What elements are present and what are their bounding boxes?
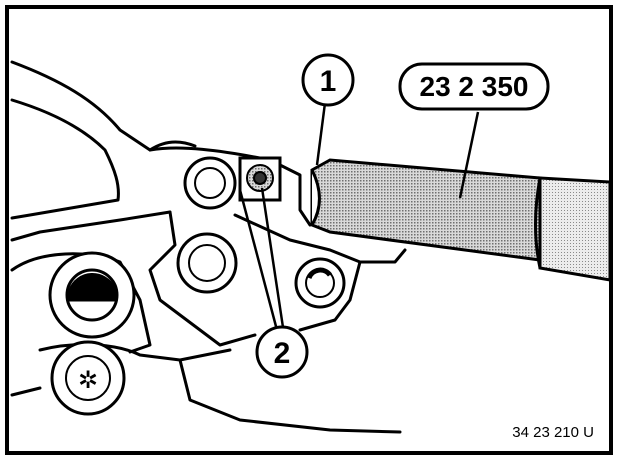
callout-1: 1 xyxy=(301,53,355,107)
leader-lines xyxy=(238,102,480,335)
tool-number-label: 23 2 350 xyxy=(420,71,529,102)
figure-code: 34 23 210 U xyxy=(512,424,594,441)
svg-text:✲: ✲ xyxy=(78,366,98,394)
callout-2-label: 2 xyxy=(274,337,291,370)
callout-1-label: 1 xyxy=(320,65,337,98)
bolt-holes: ✲ xyxy=(48,156,346,416)
special-tool xyxy=(310,158,612,282)
bleed-screw xyxy=(238,156,282,202)
callout-2: 2 xyxy=(255,325,309,379)
tool-number-badge: 23 2 350 xyxy=(398,62,550,111)
